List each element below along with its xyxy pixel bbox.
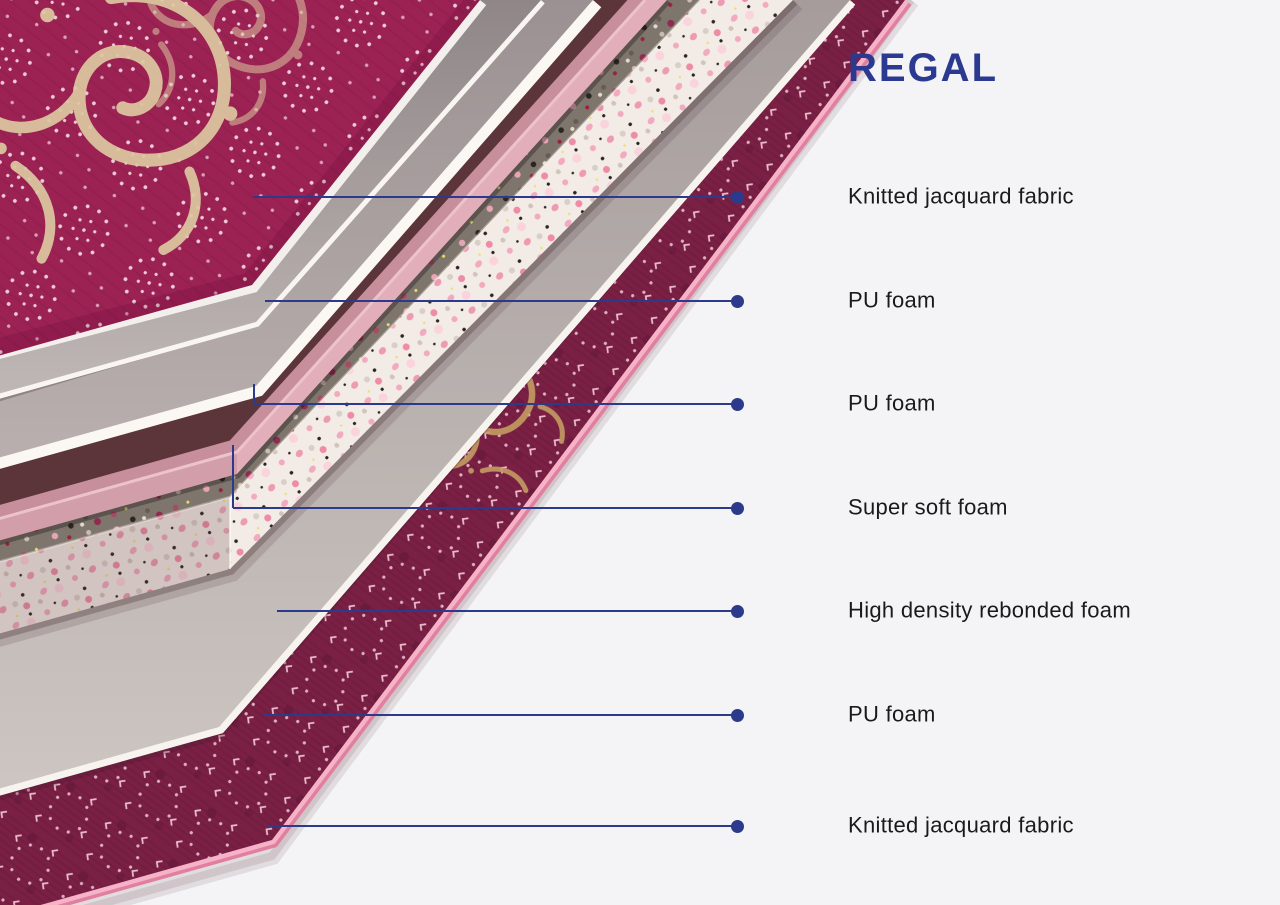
callout-line — [277, 610, 737, 612]
callout-dot — [730, 397, 744, 411]
layer-knitted-jacquard-top — [0, 0, 487, 361]
callout-label: PU foam — [848, 287, 936, 313]
callout-label: Knitted jacquard fabric — [848, 812, 1074, 838]
callout-dot — [730, 294, 744, 308]
callout-line — [253, 196, 737, 198]
callout-line — [268, 825, 737, 827]
callout-label: PU foam — [848, 701, 936, 727]
callout-label: PU foam — [848, 390, 936, 416]
callout-dot — [730, 501, 744, 515]
page-title: REGAL — [848, 46, 998, 90]
callout-line — [264, 714, 737, 716]
callout-label: Knitted jacquard fabric — [848, 183, 1074, 209]
callout-dot — [730, 190, 744, 204]
callout-dot — [730, 708, 744, 722]
callout-line — [233, 507, 737, 509]
callout-line — [254, 403, 737, 405]
callout-label: Super soft foam — [848, 494, 1008, 520]
callout-label: High density rebonded foam — [848, 597, 1131, 623]
callout-dot — [730, 819, 744, 833]
callout-elbow-line — [232, 445, 234, 508]
callout-line — [265, 300, 737, 302]
callout-dot — [730, 604, 744, 618]
callout-elbow-line — [253, 384, 255, 404]
